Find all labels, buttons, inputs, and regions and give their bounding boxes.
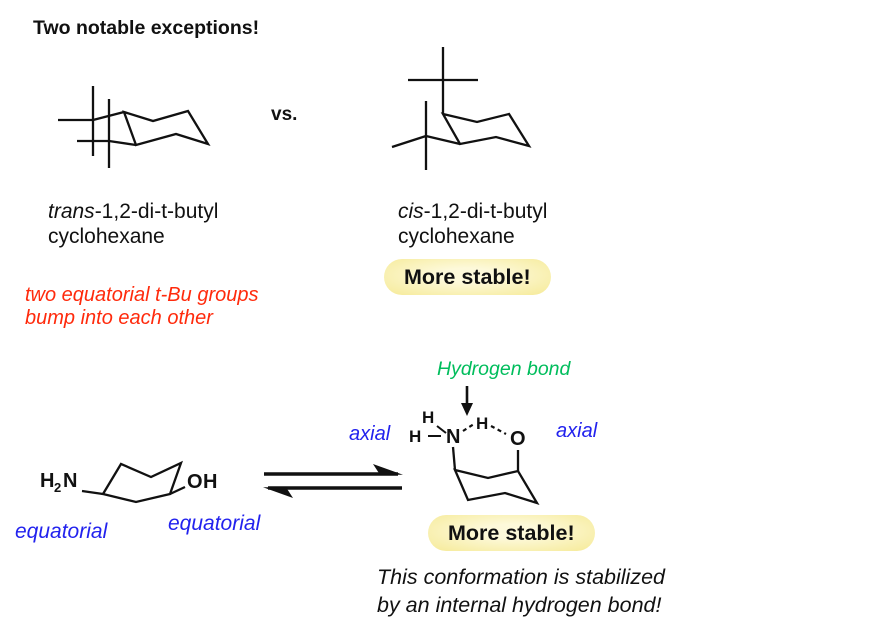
h-n-bond-top — [436, 425, 447, 434]
stabilization-caption: This conformation is stabilized by an in… — [377, 563, 665, 619]
axial-label-left: axial — [349, 423, 391, 445]
cyclohexane-ring — [101, 460, 184, 504]
cyclohexane-ring — [122, 109, 211, 147]
diequatorial-structure-drawing: H 2 N O H — [40, 460, 217, 504]
cis-line2: cyclohexane — [398, 225, 515, 248]
stabilization-caption-line1: This conformation is stabilized — [377, 565, 665, 589]
oxygen-atom-label: O — [510, 428, 526, 450]
more-stable-badge-top: More stable! — [384, 259, 551, 295]
page-title: Two notable exceptions! — [33, 17, 260, 39]
amine-h-label: H — [40, 470, 54, 492]
hydrogen-bond-label: Hydrogen bond — [437, 358, 571, 380]
oxygen-atom-label: O — [187, 471, 203, 493]
equatorial-label-right: equatorial — [168, 512, 261, 535]
cis-structure-drawing — [391, 47, 532, 170]
equilibrium-arrows-icon — [263, 464, 403, 498]
cyclohexane-ring — [453, 468, 540, 505]
steric-clash-note-line1: two equatorial t-Bu groups — [25, 284, 259, 306]
vs-label: vs. — [271, 104, 298, 125]
more-stable-badge-bottom: More stable! — [428, 515, 595, 551]
amine-h-subscript: 2 — [54, 480, 61, 495]
axial-label-right: axial — [556, 420, 598, 442]
h-atom-bridge-label: H — [476, 414, 488, 433]
n-c-bond — [451, 446, 457, 471]
cis-structure-name: cis-1,2-di-t-butyl cyclohexane — [398, 199, 547, 249]
t-butyl-group-equatorial — [391, 101, 461, 170]
nitrogen-atom-label: N — [63, 470, 77, 492]
stabilization-caption-line2: by an internal hydrogen bond! — [377, 593, 662, 617]
hydrogen-bond-dashes-left — [462, 423, 475, 432]
cyclohexane-ring — [440, 112, 532, 148]
t-butyl-group-axial — [408, 47, 478, 114]
hydrogen-bond-dashes-right — [490, 425, 507, 435]
t-butyl-group-upper-equatorial — [58, 86, 125, 156]
t-butyl-group-lower-equatorial — [77, 99, 137, 168]
nitrogen-atom-label: N — [446, 426, 460, 448]
steric-clash-note: two equatorial t-Bu groups bump into eac… — [25, 284, 258, 330]
cis-prefix: cis — [398, 200, 424, 223]
trans-line2: cyclohexane — [48, 225, 165, 248]
cis-rest: -1,2-di-t-butyl — [423, 200, 548, 223]
trans-structure-name: trans-1,2-di-t-butyl cyclohexane — [48, 199, 218, 249]
h-atom-top-label: H — [422, 408, 434, 427]
hydroxyl-h-label: H — [203, 471, 217, 493]
n-c-bond — [81, 489, 104, 496]
trans-prefix: trans — [48, 200, 95, 223]
h-atom-left-label: H — [409, 427, 421, 446]
diaxial-structure-drawing: H H N H O — [409, 386, 540, 505]
trans-rest: -1,2-di-t-butyl — [94, 200, 219, 223]
trans-structure-drawing — [58, 86, 211, 168]
steric-clash-note-line2: bump into each other — [25, 307, 213, 329]
equatorial-label-left: equatorial — [15, 520, 108, 543]
down-arrow-icon — [461, 386, 473, 416]
c-o-bond — [169, 485, 186, 496]
